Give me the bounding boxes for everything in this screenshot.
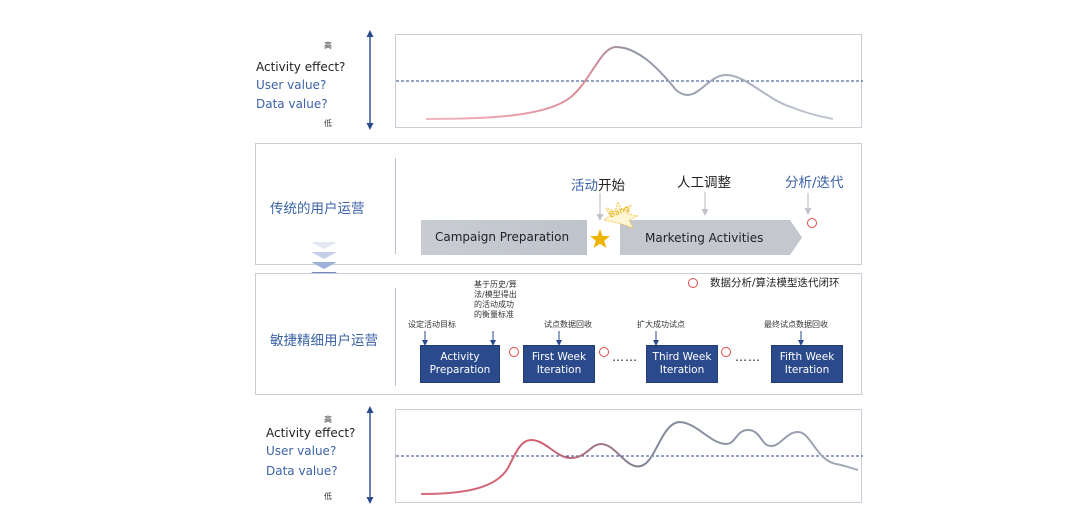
activity-preparation-box: Activity Preparation [420, 345, 500, 383]
third-week-box: Third Week Iteration [646, 345, 718, 383]
top-trend-line [425, 45, 834, 120]
bottom-question-user: User value? [266, 444, 337, 458]
analyze-arrow [804, 193, 812, 215]
marketing-activities-label: Marketing Activities [645, 231, 764, 245]
start-label-part-a: 活动 [571, 178, 598, 194]
bottom-trend-line [420, 420, 859, 495]
note-history-standard: 基于历史/算 法/模型得出 的活动成功 的衡量标准 [474, 280, 517, 319]
bottom-trend-svg [396, 420, 863, 495]
first-week-box: First Week Iteration [523, 345, 595, 383]
note-set-goal: 设定活动目标 [408, 320, 456, 329]
note-final-data: 最终试点数据回收 [764, 320, 828, 329]
start-label-part-b: 开始 [598, 178, 625, 194]
agile-divider [395, 288, 396, 386]
start-label: 活动开始 [571, 174, 625, 194]
bottom-question-data: Data value? [266, 464, 338, 478]
bottom-high-label: 高 [324, 415, 332, 424]
legend-label: 数据分析/算法模型迭代闭环 [710, 277, 840, 289]
analyze-iterate-label: 分析/迭代 [785, 175, 844, 191]
traditional-title: 传统的用户运营 [270, 201, 365, 217]
manual-arrow [701, 192, 709, 216]
iteration-circle-icon [807, 218, 817, 228]
manual-adjust-label: 人工调整 [677, 175, 731, 191]
ellipsis-2: …… [735, 350, 761, 364]
loop-circle-1 [509, 347, 519, 357]
bottom-vertical-double-arrow [366, 406, 374, 504]
loop-circle-3 [721, 347, 731, 357]
star-icon [590, 229, 610, 248]
final-arrow [798, 331, 804, 346]
agile-title: 敏捷精细用户运营 [270, 333, 378, 349]
note-trial-data: 试点数据回收 [544, 320, 592, 329]
top-question-activity: Activity effect? [256, 60, 346, 74]
top-low-label: 低 [324, 119, 332, 128]
history-arrow [490, 331, 496, 346]
top-vertical-double-arrow [366, 30, 374, 130]
legend-circle-icon [688, 278, 698, 288]
top-high-label: 高 [324, 41, 332, 50]
marketing-activities-arrow [620, 220, 802, 255]
fifth-week-box: Fifth Week Iteration [771, 345, 843, 383]
campaign-preparation-bar: Campaign Preparation [421, 220, 587, 255]
expand-arrow [653, 331, 659, 346]
ellipsis-1: …… [612, 350, 638, 364]
bottom-low-label: 低 [324, 492, 332, 501]
bottom-question-activity: Activity effect? [266, 426, 356, 440]
trial-arrow [556, 331, 562, 346]
bang-burst-icon [602, 200, 640, 229]
set-goal-arrow [422, 331, 428, 346]
top-question-data: Data value? [256, 97, 328, 111]
bottom-chart-frame [395, 409, 863, 503]
top-chart-frame [395, 34, 863, 128]
loop-circle-2 [599, 347, 609, 357]
top-question-user: User value? [256, 78, 327, 92]
note-expand-trial: 扩大成功试点 [637, 320, 685, 329]
top-trend-svg [396, 45, 863, 120]
traditional-divider [395, 158, 396, 254]
start-arrow [596, 193, 604, 221]
